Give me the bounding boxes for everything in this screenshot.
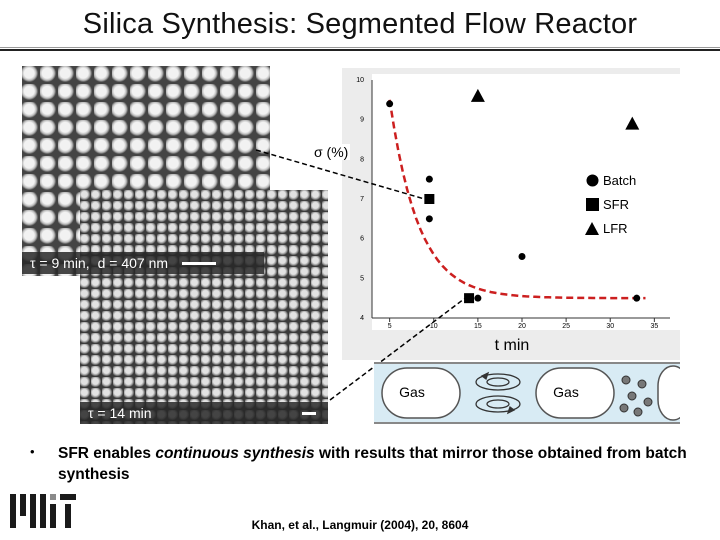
gas-label-right: Gas — [553, 384, 579, 400]
bullet-text-after: with results that mirror those obtained … — [58, 445, 687, 483]
batch-data-point — [633, 294, 641, 302]
gas-bubble-right — [535, 367, 615, 419]
chart-legend: Batch SFR LFR — [585, 168, 657, 244]
triangle-marker-icon — [585, 221, 599, 235]
x-tick-label: 30 — [606, 323, 614, 330]
x-tick-label: 10 — [430, 323, 438, 330]
sigma-label: σ (%) — [312, 144, 351, 160]
mit-logo — [10, 494, 76, 528]
x-tick-label: 20 — [518, 323, 526, 330]
y-tick-label: 8 — [360, 156, 364, 163]
caption-diameter: d = 407 nm — [97, 255, 169, 271]
x-tick-label: 5 — [388, 323, 392, 330]
bullet-text: SFR enables continuous synthesis with re… — [58, 443, 708, 485]
y-tick-label: 7 — [360, 196, 364, 203]
caption-tau-9: τ = 9 min, — [30, 255, 90, 271]
x-tick-label: 25 — [562, 323, 570, 330]
legend-label: LFR — [603, 220, 628, 236]
legend-label: Batch — [603, 172, 637, 188]
batch-data-point — [518, 253, 526, 261]
batch-data-point — [425, 175, 433, 183]
bullet-text-before: SFR enables — [58, 445, 156, 462]
y-tick-label: 5 — [360, 275, 364, 282]
scale-bar — [302, 411, 316, 415]
square-marker-icon — [585, 197, 599, 211]
flow-diagram: Gas Gas — [381, 365, 680, 421]
circle-marker-icon — [585, 173, 599, 187]
sem-image-14min — [80, 190, 328, 424]
x-axis-label: t min — [495, 337, 530, 354]
slide-title: Silica Synthesis: Segmented Flow Reactor — [82, 8, 638, 40]
lfr-data-point — [625, 116, 640, 130]
y-tick-label: 6 — [360, 236, 364, 243]
y-tick-label: 4 — [360, 315, 364, 322]
sem-caption-14min: τ = 14 min — [80, 402, 328, 424]
sfr-data-point — [464, 293, 475, 304]
caption-tau-14: τ = 14 min — [88, 405, 152, 421]
x-tick-label: 35 — [650, 323, 658, 330]
bullet-marker: • — [30, 444, 35, 459]
title-rule — [0, 47, 720, 51]
y-tick-label: 9 — [360, 117, 364, 124]
sem-caption-9min: τ = 9 min, d = 407 nm — [22, 252, 264, 274]
batch-data-point — [386, 100, 394, 108]
batch-data-point — [425, 215, 433, 223]
gas-label-left: Gas — [399, 384, 425, 400]
gas-bubble-left — [381, 367, 461, 419]
bullet-text-italic: continuous synthesis — [155, 445, 315, 462]
connector-line-2 — [329, 295, 469, 401]
batch-data-point — [474, 294, 482, 302]
recirculation-arrows — [475, 371, 521, 415]
sfr-data-point — [424, 194, 435, 204]
fit-curve — [388, 99, 646, 300]
lfr-data-point — [470, 88, 485, 102]
legend-item-sfr: SFR — [585, 192, 657, 216]
x-tick-label: 15 — [474, 323, 482, 330]
gas-bubble-edge — [657, 365, 680, 421]
scale-bar — [182, 261, 217, 265]
citation-footer: Khan, et al., Langmuir (2004), 20, 8604 — [251, 518, 469, 532]
particles — [619, 375, 653, 417]
connector-line-1 — [255, 149, 429, 201]
legend-item-batch: Batch — [585, 168, 657, 192]
y-tick-label: 10 — [356, 77, 364, 84]
legend-item-lfr: LFR — [585, 216, 657, 240]
legend-label: SFR — [603, 196, 629, 212]
